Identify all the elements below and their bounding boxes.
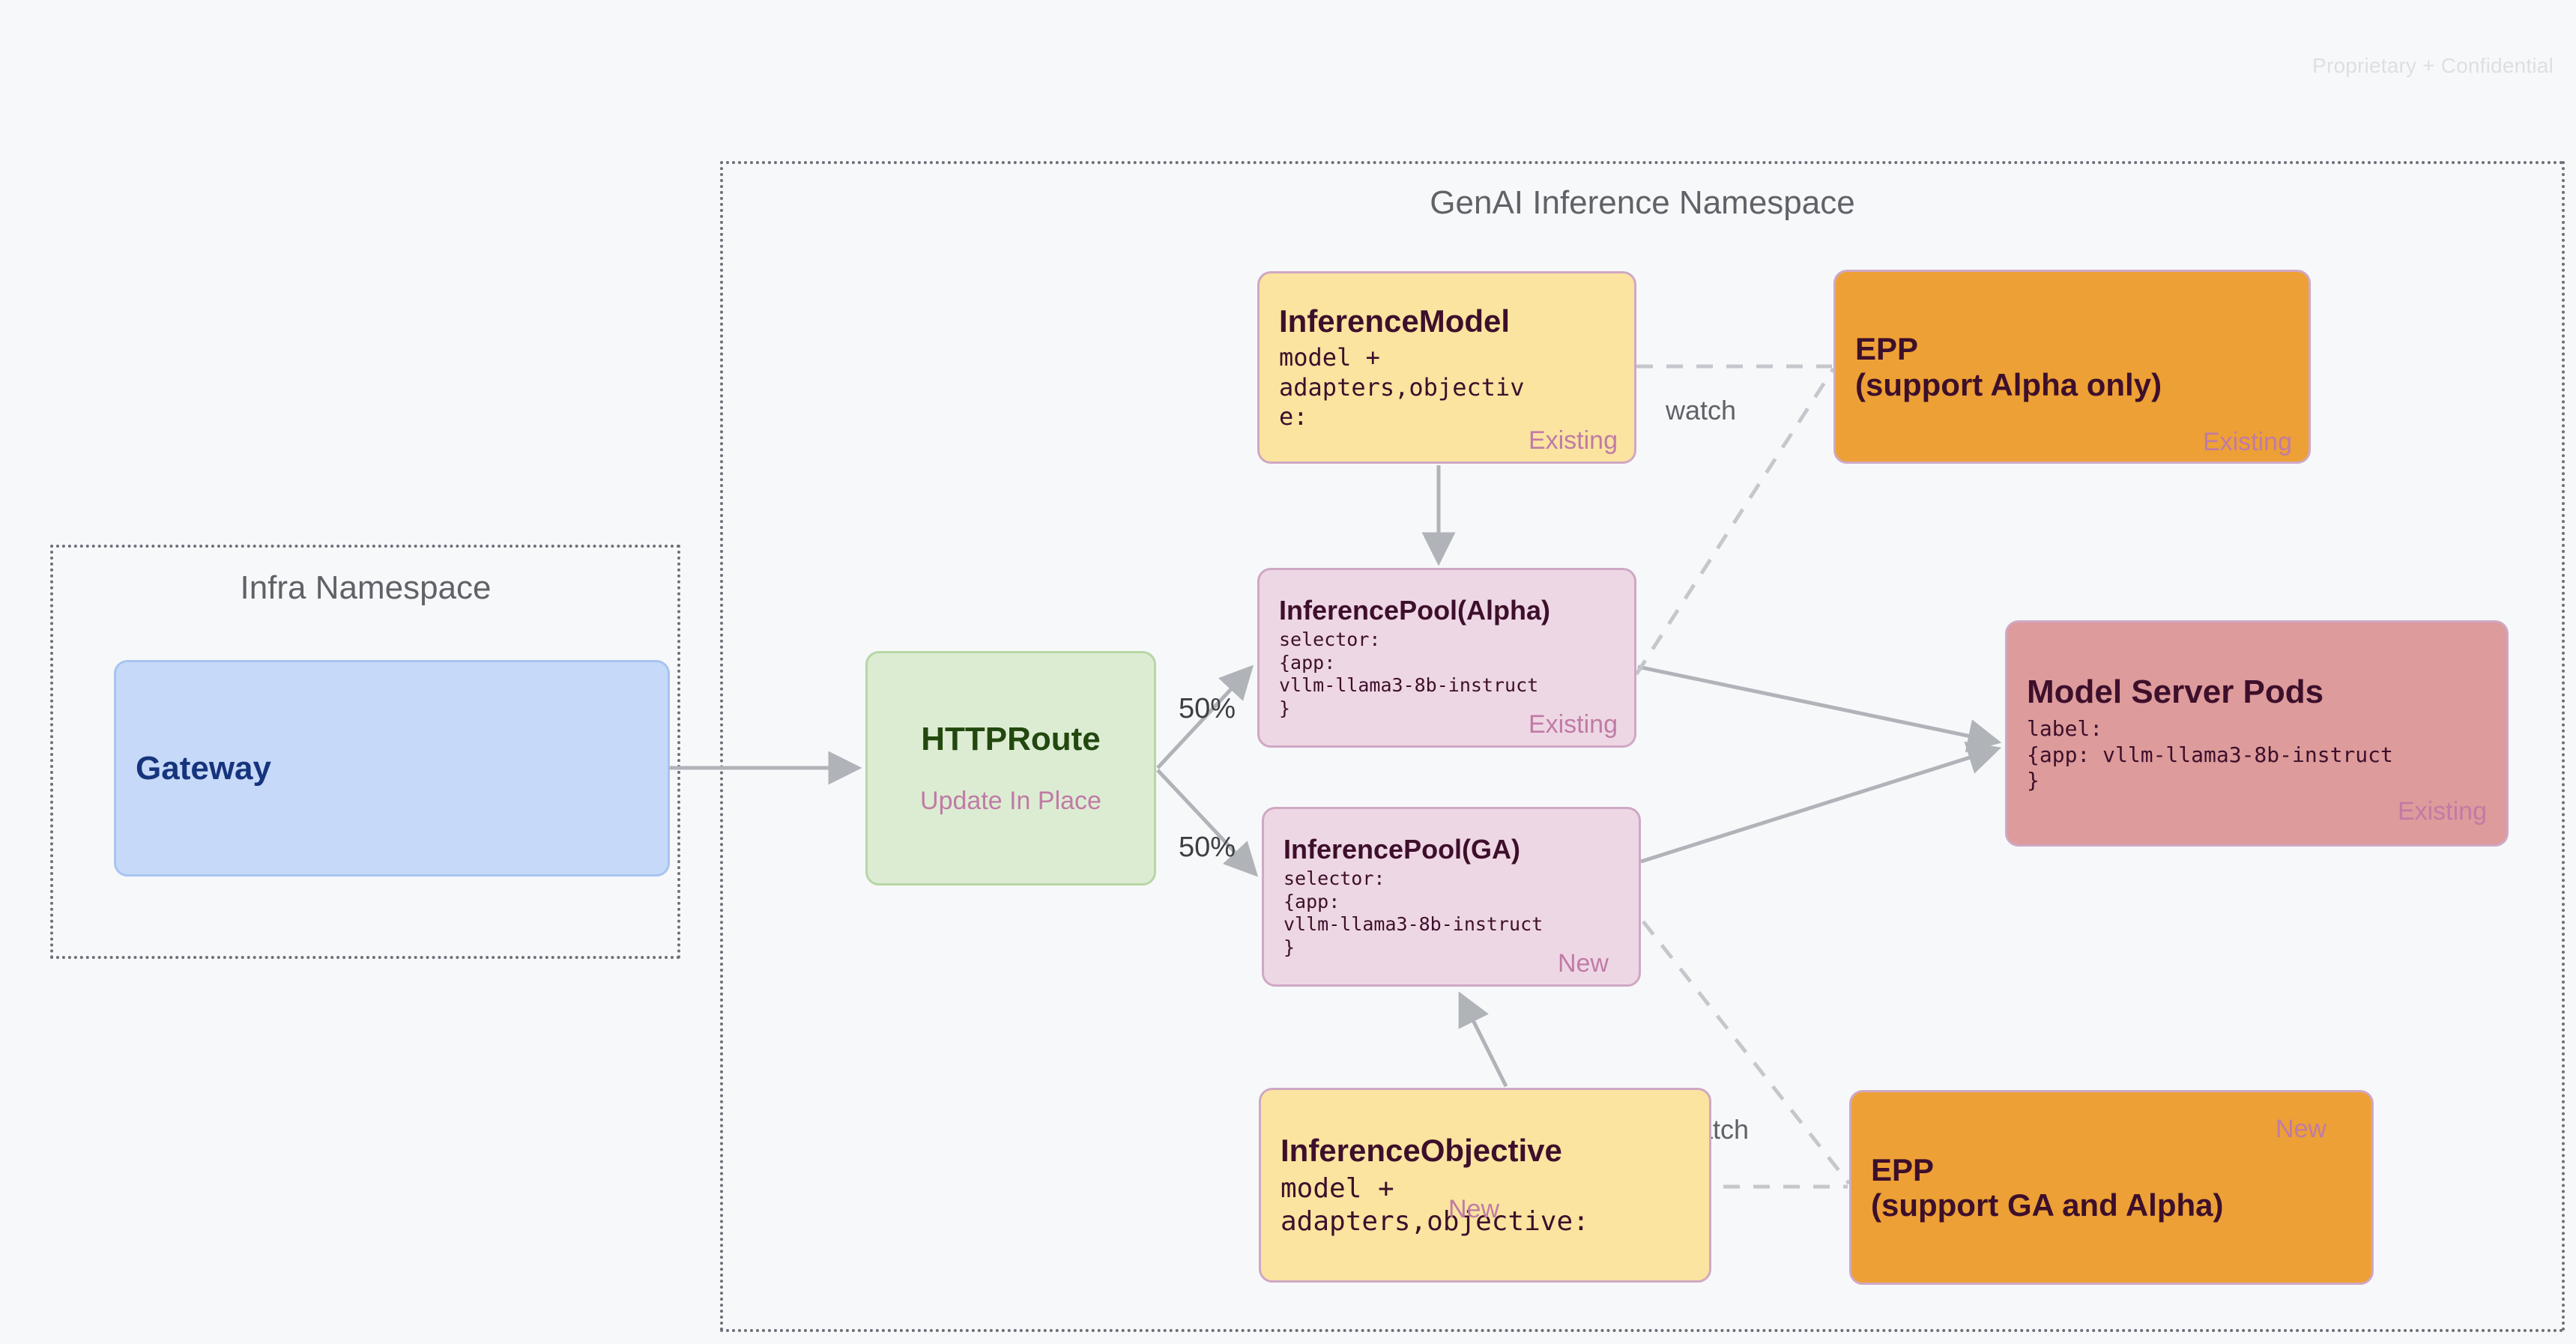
confidential-notice: Proprietary + Confidential	[2312, 54, 2554, 77]
node-inference-model[interactable]: InferenceModel model + adapters,objectiv…	[1257, 271, 1636, 464]
node-model-server-pods-body: label: {app: vllm-llama3-8b-instruct }	[2027, 716, 2393, 793]
node-epp-ga[interactable]: EPP (support GA and Alpha) New	[1849, 1090, 2374, 1285]
node-epp-ga-title-line1: EPP	[1871, 1151, 1935, 1187]
node-inference-pool-alpha-tag: Existing	[1528, 710, 1618, 739]
edge-label-split-bottom: 50%	[1179, 832, 1236, 863]
edge-label-split-top: 50%	[1179, 693, 1236, 724]
node-model-server-pods-tag: Existing	[2397, 797, 2487, 826]
node-inference-pool-ga-tag: New	[1557, 949, 1609, 978]
node-inference-model-body: model + adapters,objectiv e:	[1279, 343, 1525, 431]
infra-namespace-boundary	[50, 545, 680, 959]
node-inference-objective-body: model + adapters,objective:	[1281, 1172, 1589, 1237]
node-inference-pool-alpha-title: InferencePool(Alpha)	[1279, 594, 1551, 626]
edge-label-watch-top: watch	[1666, 395, 1737, 426]
node-epp-alpha[interactable]: EPP (support Alpha only) Existing	[1833, 270, 2311, 464]
genai-namespace-boundary	[720, 161, 2565, 1332]
node-model-server-pods[interactable]: Model Server Pods label: {app: vllm-llam…	[2005, 620, 2509, 847]
node-inference-model-tag: Existing	[1528, 426, 1618, 455]
node-inference-model-title: InferenceModel	[1279, 303, 1511, 339]
node-httproute-title: HTTPRoute	[921, 721, 1101, 758]
genai-namespace-title: GenAI Inference Namespace	[1430, 184, 1855, 221]
node-httproute-subtitle: Update In Place	[920, 786, 1101, 815]
infra-namespace-title: Infra Namespace	[240, 569, 492, 606]
node-inference-pool-ga-body: selector: {app: vllm-llama3-8b-instruct …	[1284, 868, 1544, 958]
node-gateway-title: Gateway	[136, 749, 271, 787]
node-inference-pool-alpha-body: selector: {app: vllm-llama3-8b-instruct …	[1279, 629, 1539, 719]
node-model-server-pods-title: Model Server Pods	[2027, 673, 2324, 711]
node-gateway[interactable]: Gateway	[114, 660, 670, 877]
node-epp-alpha-tag: Existing	[2202, 428, 2292, 456]
node-inference-objective[interactable]: InferenceObjective model + adapters,obje…	[1259, 1088, 1711, 1283]
node-httproute[interactable]: HTTPRoute Update In Place	[865, 651, 1156, 886]
node-inference-pool-ga-title: InferencePool(GA)	[1284, 833, 1521, 865]
node-inference-objective-title: InferenceObjective	[1281, 1132, 1562, 1168]
node-inference-objective-tag: New	[1448, 1195, 1500, 1223]
node-epp-alpha-title-line1: EPP	[1855, 331, 1919, 367]
node-epp-ga-title-line2: (support GA and Alpha)	[1871, 1187, 2224, 1223]
node-epp-ga-tag: New	[2275, 1115, 2326, 1143]
node-epp-alpha-title-line2: (support Alpha only)	[1855, 366, 2162, 402]
node-inference-pool-alpha[interactable]: InferencePool(Alpha) selector: {app: vll…	[1257, 568, 1636, 748]
node-inference-pool-ga[interactable]: InferencePool(GA) selector: {app: vllm-l…	[1262, 807, 1641, 987]
